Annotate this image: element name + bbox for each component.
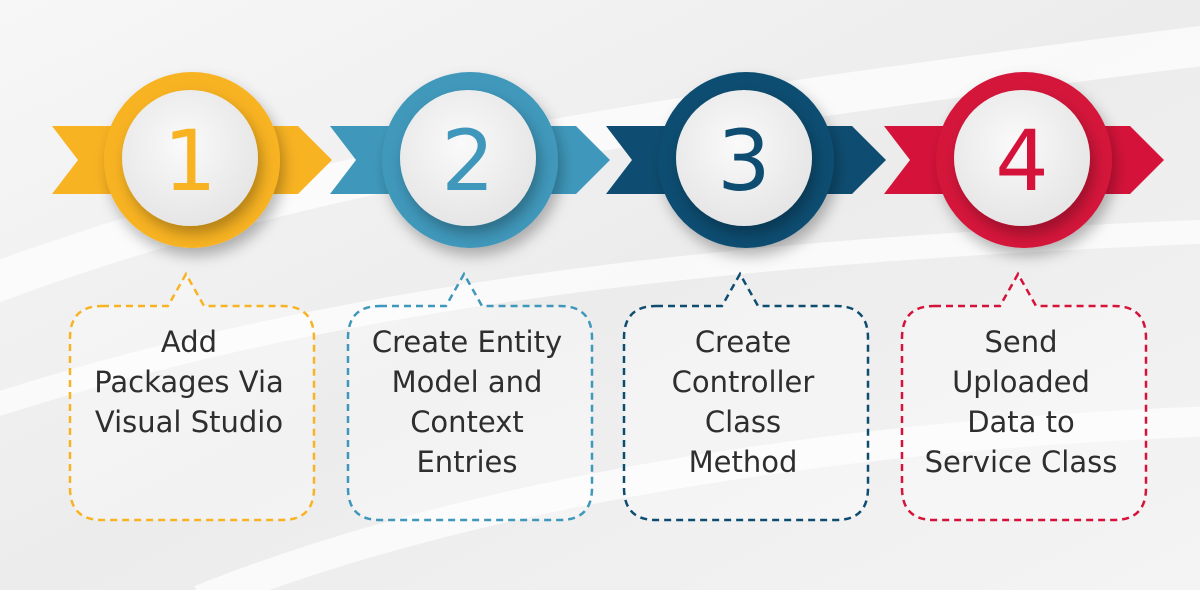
step-label-line: Model and [391,365,543,399]
step-label-line: Uploaded [952,365,1090,399]
step-label-line: Controller [671,365,815,399]
step-box-4 [900,271,1148,522]
step-face-4 [954,90,1090,226]
step-face-1 [122,90,258,226]
step-label-line: Add [160,325,218,359]
step-number-3: 3 [717,112,770,210]
step-label-line: Entries [416,445,518,479]
step-label-line: Data to [967,405,1075,439]
step-number-2: 2 [441,112,494,210]
step-label-line: Service Class [924,445,1118,479]
step-circles: 1 2 3 4 [104,72,1112,248]
step-face-2 [400,90,536,226]
step-label-line: Create Entity [371,325,563,359]
step-box-2 [346,271,594,522]
step-number-4: 4 [995,112,1048,210]
step-label-line: Send [984,325,1058,359]
step-label-line: Create [694,325,792,359]
step-label-line: Packages Via [94,365,284,399]
step-box-3 [622,271,870,522]
step-label-line: Context [410,405,524,439]
step-label-line: Class [704,405,782,439]
step-label-line: Visual Studio [94,405,284,439]
step-number-1: 1 [163,112,216,210]
step-box-1 [68,271,316,522]
step-boxes [68,271,1148,522]
step-label-line: Method [688,445,798,479]
step-face-3 [676,90,812,226]
